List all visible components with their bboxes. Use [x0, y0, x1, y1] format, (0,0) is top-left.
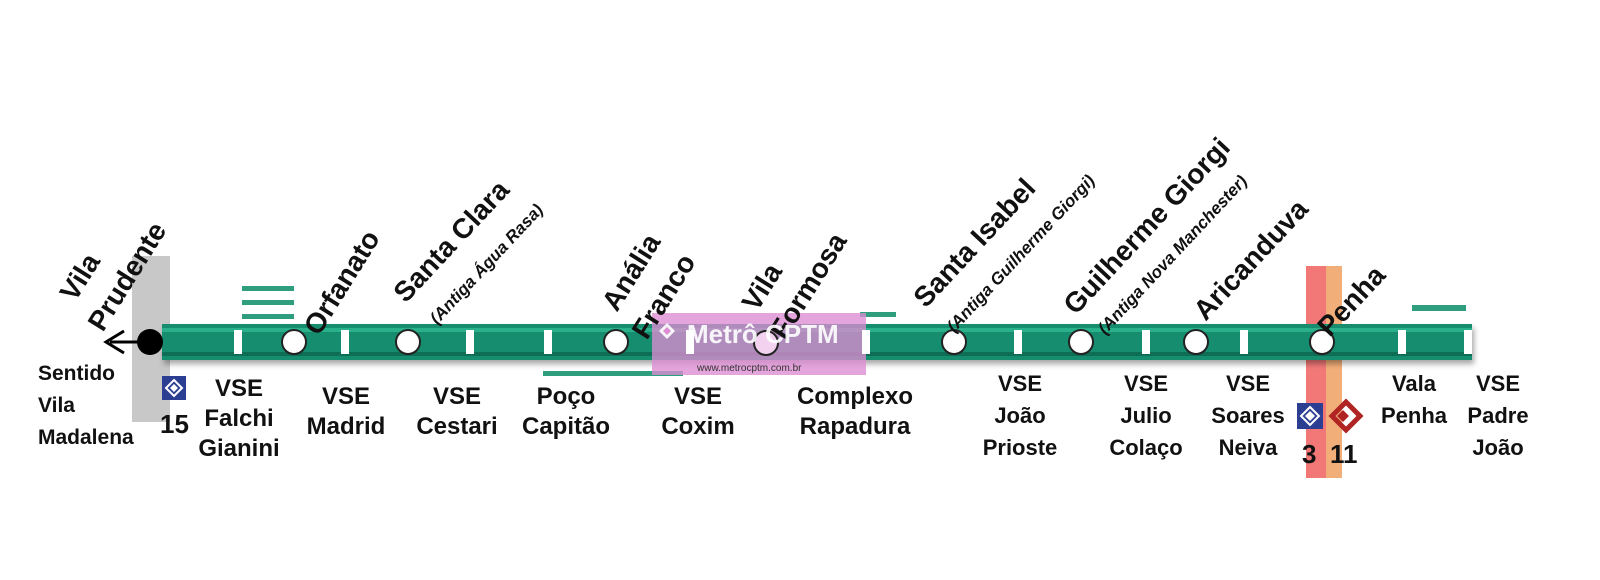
structure-vse-coxim: VSE Coxim: [646, 382, 750, 442]
track-bar: [860, 312, 896, 317]
track-bar: [1412, 305, 1466, 311]
structure-label-line: VSE: [432, 383, 482, 410]
structure-label-line: Poço: [536, 383, 596, 410]
direction-label-line: Sentido: [38, 362, 115, 385]
station-dot: [1309, 329, 1335, 355]
shaft-marker: [1014, 330, 1022, 354]
connection-number-line11: 11: [1330, 439, 1358, 469]
direction-label: Sentido Vila Madalena: [38, 358, 138, 454]
structure-vala-penha: Vala Penha: [1366, 368, 1462, 432]
direction-label-line: Madalena: [38, 426, 134, 449]
structure-label-line: Complexo: [796, 383, 913, 410]
track-bar: [242, 300, 294, 305]
station-dot: [941, 329, 967, 355]
metro-logo-icon: [1297, 403, 1323, 429]
connection-number-line15: 15: [160, 409, 189, 439]
structure-label-line: João: [994, 403, 1046, 428]
metrocptm-logo-icon: [659, 323, 675, 339]
structure-label-line: Vala: [1391, 371, 1437, 396]
structure-label-line: VSE: [1475, 371, 1521, 396]
structure-vse-julio-colaco: VSE Julio Colaço: [1098, 368, 1194, 464]
shaft-marker: [544, 330, 552, 354]
structure-complexo-rapadura: Complexo Rapadura: [780, 382, 930, 442]
structure-label-line: Colaço: [1109, 435, 1183, 460]
connection-number-line3: 3: [1302, 439, 1317, 469]
structure-poco-capitao: Poço Capitão: [508, 382, 624, 442]
station-dot: [603, 329, 629, 355]
structure-label-line: Soares: [1211, 403, 1285, 428]
track-bar: [543, 371, 683, 376]
shaft-marker: [862, 330, 870, 354]
shaft-marker: [341, 330, 349, 354]
shaft-markers: [234, 330, 1472, 354]
structure-label-line: VSE: [1123, 371, 1169, 396]
structure-label-line: Madrid: [306, 413, 386, 440]
station-dot: [395, 329, 421, 355]
station-dot-terminal: [137, 329, 163, 355]
station-dot: [281, 329, 307, 355]
structure-label-line: João: [1472, 435, 1524, 460]
shaft-marker: [1240, 330, 1248, 354]
track-bar: [242, 286, 294, 291]
shaft-marker: [1464, 330, 1472, 354]
shaft-marker: [466, 330, 474, 354]
structure-vse-padre-joao: VSE Padre João: [1450, 368, 1546, 464]
structure-label-line: Neiva: [1218, 435, 1278, 460]
structure-label-line: Rapadura: [799, 413, 911, 440]
structure-label-line: Falchi: [204, 405, 274, 432]
structure-label-line: VSE: [673, 383, 723, 410]
track-bars: [242, 286, 1466, 376]
arrow-left-icon: [103, 329, 144, 355]
structure-vse-cestari: VSE Cestari: [402, 382, 512, 442]
metro-logo-icon: [162, 376, 186, 400]
structure-vse-falchi-gianini: VSE Falchi Gianini: [184, 374, 294, 464]
station-dots: [137, 329, 1335, 356]
station-dot: [1068, 329, 1094, 355]
cptm-logo-icon: [1328, 398, 1364, 434]
watermark-text: Metrô CPTM: [687, 319, 839, 349]
shaft-marker: [1142, 330, 1150, 354]
structure-label-line: Padre: [1467, 403, 1529, 428]
station-dot: [753, 330, 779, 356]
structure-vse-joao-prioste: VSE João Prioste: [972, 368, 1068, 464]
track-bar: [242, 314, 294, 319]
watermark-url: www.metrocptm.com.br: [697, 363, 802, 374]
shaft-marker: [1398, 330, 1406, 354]
structure-label-line: Gianini: [198, 435, 280, 462]
structure-label-line: VSE: [214, 375, 264, 402]
structure-label-line: VSE: [321, 383, 371, 410]
structure-label-line: Prioste: [982, 435, 1058, 460]
structure-vse-madrid: VSE Madrid: [292, 382, 400, 442]
structure-label-line: Julio: [1120, 403, 1172, 428]
structure-label-line: Penha: [1380, 403, 1448, 428]
shaft-marker: [234, 330, 242, 354]
structure-label-line: Cestari: [416, 413, 498, 440]
structure-label-line: Coxim: [661, 413, 735, 440]
direction-label-line: Vila: [38, 394, 75, 417]
structure-label-line: Capitão: [521, 413, 610, 440]
structure-label-line: VSE: [1225, 371, 1271, 396]
structure-label-line: VSE: [997, 371, 1043, 396]
structure-vse-soares-neiva: VSE Soares Neiva: [1200, 368, 1296, 464]
shaft-marker: [686, 330, 694, 354]
station-dot: [1183, 329, 1209, 355]
